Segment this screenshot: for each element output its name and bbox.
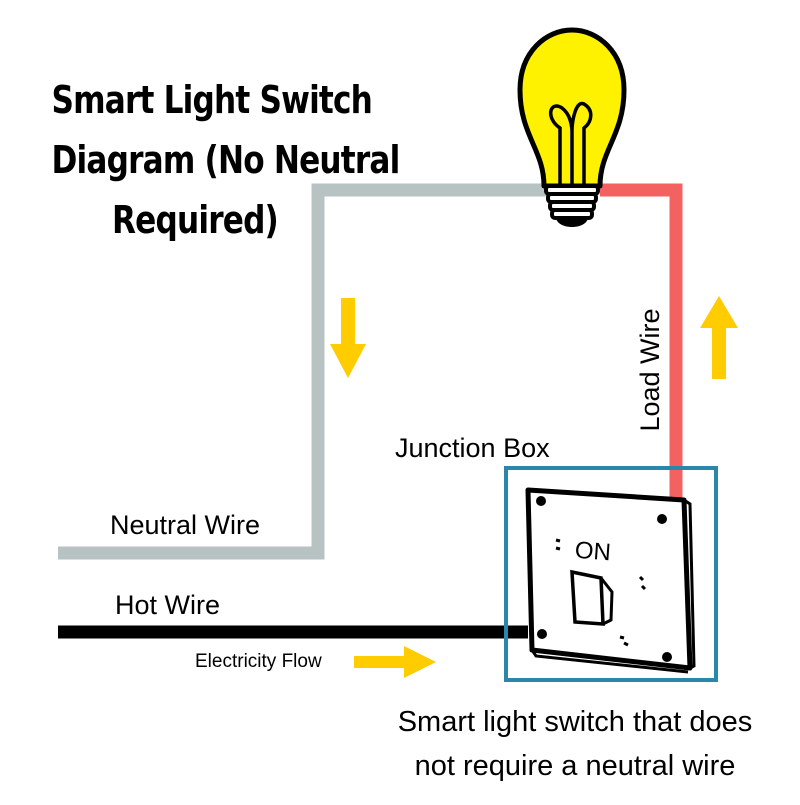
arrow-down-icon [330, 298, 366, 378]
switch-caption: Smart light switch that does not require… [360, 700, 790, 788]
load-wire-label-wrap: Load Wire [635, 225, 666, 515]
arrow-right-icon [354, 646, 436, 678]
junction-box-label: Junction Box [395, 433, 550, 463]
neutral-wire-label: Neutral Wire [110, 510, 261, 540]
caption-line-1: Smart light switch that does [397, 706, 753, 738]
neutral-wire [58, 183, 548, 560]
hot-wire-label: Hot Wire [115, 590, 221, 620]
switch-on-label: ON [574, 537, 612, 566]
junction-box [504, 466, 718, 682]
caption-line-2: not require a neutral wire [414, 750, 736, 782]
electricity-flow-label: Electricity Flow [195, 651, 322, 672]
load-wire [600, 183, 683, 500]
load-wire-label: Load Wire [635, 308, 665, 432]
light-bulb-icon [517, 27, 627, 227]
light-switch-icon: ON [525, 487, 696, 674]
diagram-title: Smart Light Switch Diagram (No Neutral R… [51, 70, 401, 250]
title-line-1: Smart Light Switch [51, 78, 373, 122]
arrow-up-icon [700, 296, 738, 379]
title-line-3: Required) [112, 198, 279, 242]
title-line-2: Diagram (No Neutral [51, 138, 401, 182]
